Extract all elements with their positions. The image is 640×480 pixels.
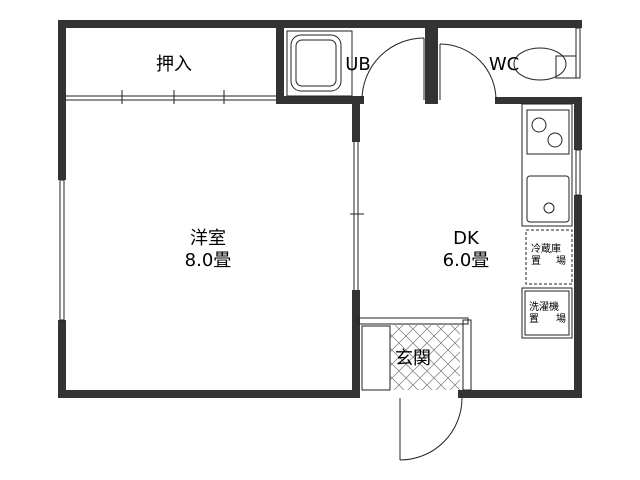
- svg-text:場: 場: [556, 254, 566, 267]
- room-sliding-door[interactable]: [350, 142, 364, 290]
- dk-label: DK: [453, 228, 480, 249]
- sink-icon: [526, 175, 570, 223]
- toilet-icon: [513, 47, 577, 81]
- entrance-label: 玄関: [395, 348, 431, 369]
- bath-label: UB: [345, 54, 371, 75]
- svg-text:置: 置: [529, 313, 539, 325]
- entrance: [357, 317, 472, 391]
- dk-size: 6.0畳: [443, 250, 490, 271]
- bathtub: [286, 30, 353, 97]
- toilet-door[interactable]: [439, 43, 497, 101]
- svg-text:場: 場: [556, 312, 566, 325]
- entrance-door[interactable]: [399, 397, 463, 461]
- closet-sliding-doors[interactable]: [66, 90, 276, 104]
- bath-door[interactable]: [361, 37, 425, 101]
- kitchen-counter: [521, 103, 573, 227]
- fridge-space: 冷蔵庫 置 場: [525, 229, 573, 285]
- western-room-label: 洋室: [190, 228, 226, 249]
- closet-label: 押入: [156, 54, 192, 75]
- toilet-label: WC: [489, 54, 519, 75]
- washer-label: 洗濯機: [529, 300, 559, 313]
- washer-space: 洗濯機 置 場: [521, 287, 573, 339]
- walls: [58, 20, 582, 398]
- shoe-cabinet: [361, 325, 391, 391]
- svg-text:置: 置: [531, 255, 541, 267]
- fridge-label: 冷蔵庫: [531, 242, 561, 255]
- western-room-size: 8.0畳: [185, 250, 232, 271]
- windows: [59, 27, 581, 321]
- stove-icon: [526, 109, 570, 155]
